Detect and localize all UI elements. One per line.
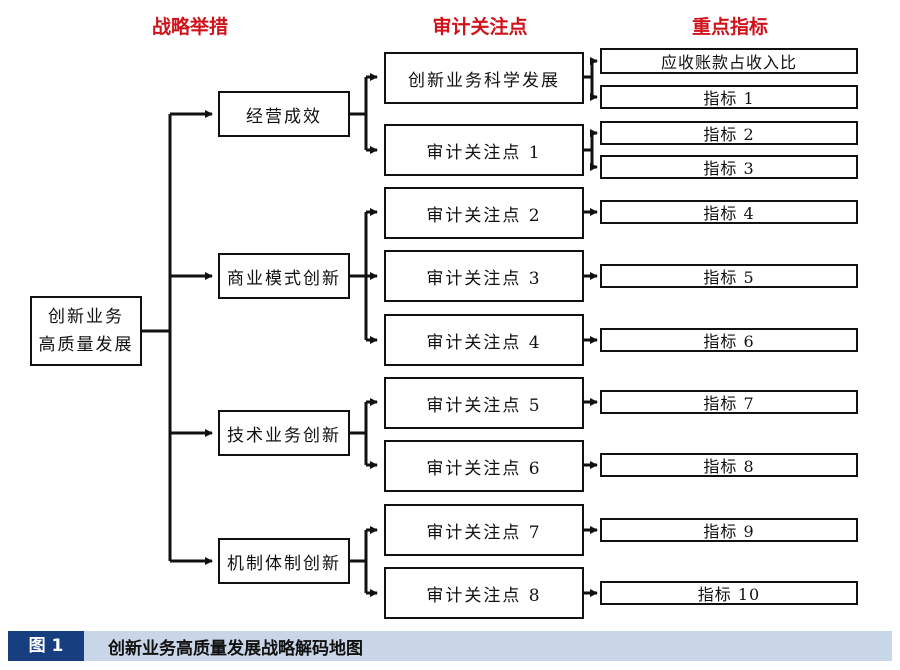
strategy-column-header: 战略举措 (151, 16, 228, 38)
strategy-node: 经营成效 (218, 91, 350, 137)
connector-lines (142, 57, 598, 597)
audit-point-node: 审计关注点 7 (384, 504, 584, 556)
indicator-node: 指标 1 (600, 85, 858, 109)
figure-number: 图 1 (8, 631, 84, 661)
audit-point-node: 审计关注点 8 (384, 567, 584, 619)
audit-point-node: 审计关注点 5 (384, 377, 584, 429)
audit-point-node: 审计关注点 6 (384, 440, 584, 492)
indicator-node: 指标 2 (600, 121, 858, 145)
audit-point-node: 审计关注点 1 (384, 124, 584, 176)
audit-point-node: 审计关注点 3 (384, 250, 584, 302)
indicator-node: 指标 6 (600, 328, 858, 352)
audit-point-node: 创新业务科学发展 (384, 52, 584, 104)
strategy-node: 机制体制创新 (218, 538, 350, 584)
strategy-node: 技术业务创新 (218, 410, 350, 456)
key-indicator-column-header: 重点指标 (691, 16, 768, 38)
root-node: 创新业务 高质量发展 (30, 296, 142, 366)
audit-focus-column-header: 审计关注点 (432, 16, 528, 38)
indicator-node: 指标 5 (600, 264, 858, 288)
indicator-node: 指标 4 (600, 200, 858, 224)
root-line-2: 高质量发展 (38, 335, 134, 355)
indicator-node: 应收账款占收入比 (600, 48, 858, 74)
indicator-node: 指标 3 (600, 155, 858, 179)
root-line-1: 创新业务 (48, 307, 124, 327)
indicator-node: 指标 7 (600, 390, 858, 414)
audit-point-node: 审计关注点 2 (384, 187, 584, 239)
figure-caption: 图 1 创新业务高质量发展战略解码地图 (8, 631, 892, 661)
indicator-node: 指标 8 (600, 453, 858, 477)
audit-point-node: 审计关注点 4 (384, 314, 584, 366)
figure-title: 创新业务高质量发展战略解码地图 (108, 638, 363, 659)
indicator-node: 指标 10 (600, 581, 858, 605)
indicator-node: 指标 9 (600, 518, 858, 542)
strategy-node: 商业模式创新 (218, 253, 350, 299)
